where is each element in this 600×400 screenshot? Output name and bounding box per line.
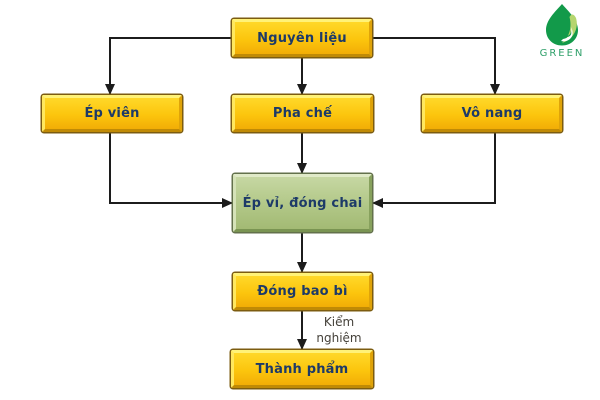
node-dong-bao-bi: Đóng bao bì xyxy=(233,273,372,310)
node-ep-vi-dong-chai: Ép vỉ, đóng chai xyxy=(233,174,372,232)
edge-label-kiem-nghiem: Kiểm nghiệm xyxy=(316,315,362,345)
green-logo-text: GREEN xyxy=(539,48,585,59)
edge-nguyenlieu-epvien xyxy=(105,37,232,95)
node-thanh-pham: Thành phẩm xyxy=(231,350,373,388)
node-vo-nang: Vô nang xyxy=(422,95,562,132)
edge-epvien-epvi xyxy=(109,132,233,208)
node-nguyen-lieu: Nguyên liệu xyxy=(232,19,372,57)
edge-vonang-epvi xyxy=(372,132,496,208)
green-leaf-drop-icon xyxy=(546,4,578,46)
node-ep-vien: Ép viên xyxy=(42,95,182,132)
node-pha-che: Pha chế xyxy=(232,95,373,132)
green-logo: GREEN xyxy=(531,3,593,59)
edge-nguyenlieu-vonang xyxy=(372,37,500,95)
